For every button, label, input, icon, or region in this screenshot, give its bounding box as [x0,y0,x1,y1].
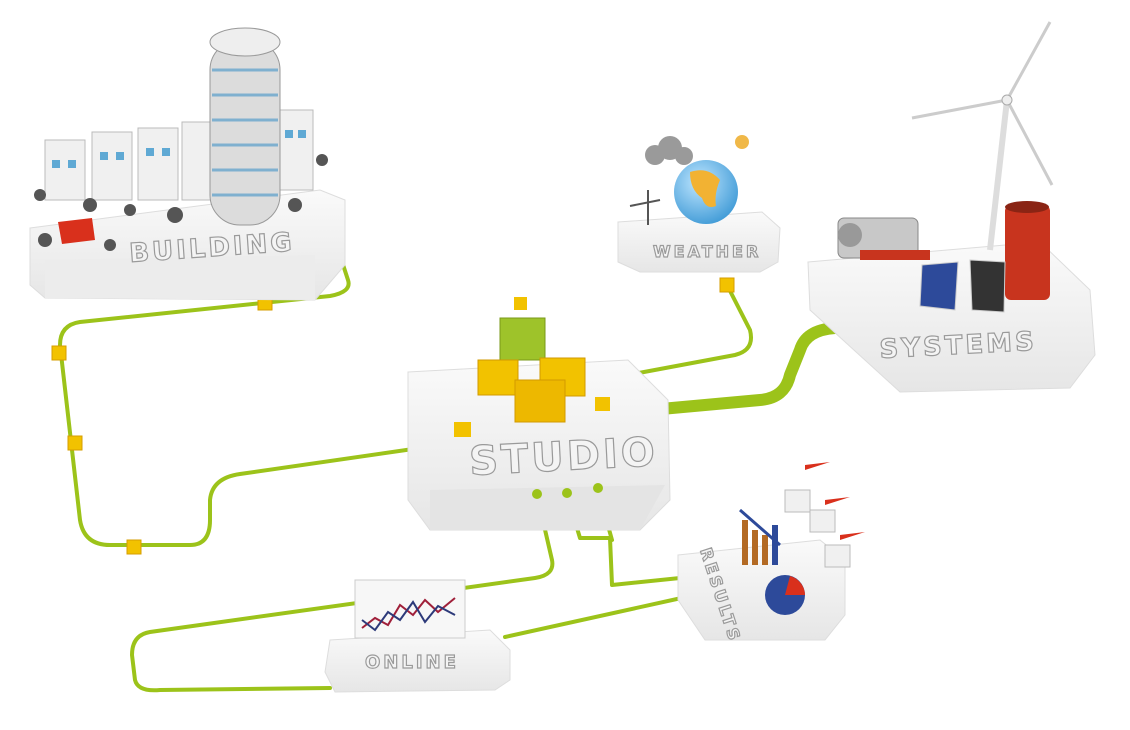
studio-module[interactable]: STUDIO [407,297,671,531]
building-module[interactable]: BUILDING [29,27,346,301]
wire-online-results [503,593,697,639]
trees-icon [34,154,328,251]
tower-icon [209,27,281,226]
storage-tank-icon [1005,205,1050,300]
weather-label: WEATHER [653,242,761,261]
cubes-logo-icon [454,297,610,437]
bar-chart-icon [739,508,781,565]
results-module[interactable]: RESULTS [677,462,865,646]
wire-building-studio [58,198,422,547]
pie-chart-icon [765,575,805,615]
online-label: ONLINE [365,652,459,673]
wire-systems-studio [644,322,841,416]
weather-module[interactable]: WEATHER [617,135,781,273]
windows [52,130,306,168]
line-chart-panel [354,579,466,639]
connector-node [67,435,83,451]
red-roof-house-icon [58,218,95,244]
systems-module[interactable]: SYSTEMS [807,21,1096,393]
connector-node [51,345,67,361]
wire-studio-online [130,493,555,693]
sun-icon [735,135,749,149]
wire-weather-studio [626,283,753,377]
cloud-icon [645,136,693,165]
engine-icon [837,217,930,260]
chart-line-blue [361,600,456,632]
continent-shape [690,170,720,207]
wind-turbine-icon [911,21,1054,251]
connector-node [719,277,735,293]
weather-station-icon [629,190,661,225]
connector-node [126,539,142,555]
flag-markers-icon [784,462,865,568]
studio-ports [532,483,603,499]
studio-label: STUDIO [468,429,659,485]
online-module[interactable]: ONLINE [324,579,511,693]
solar-panel-icon [919,259,1006,313]
